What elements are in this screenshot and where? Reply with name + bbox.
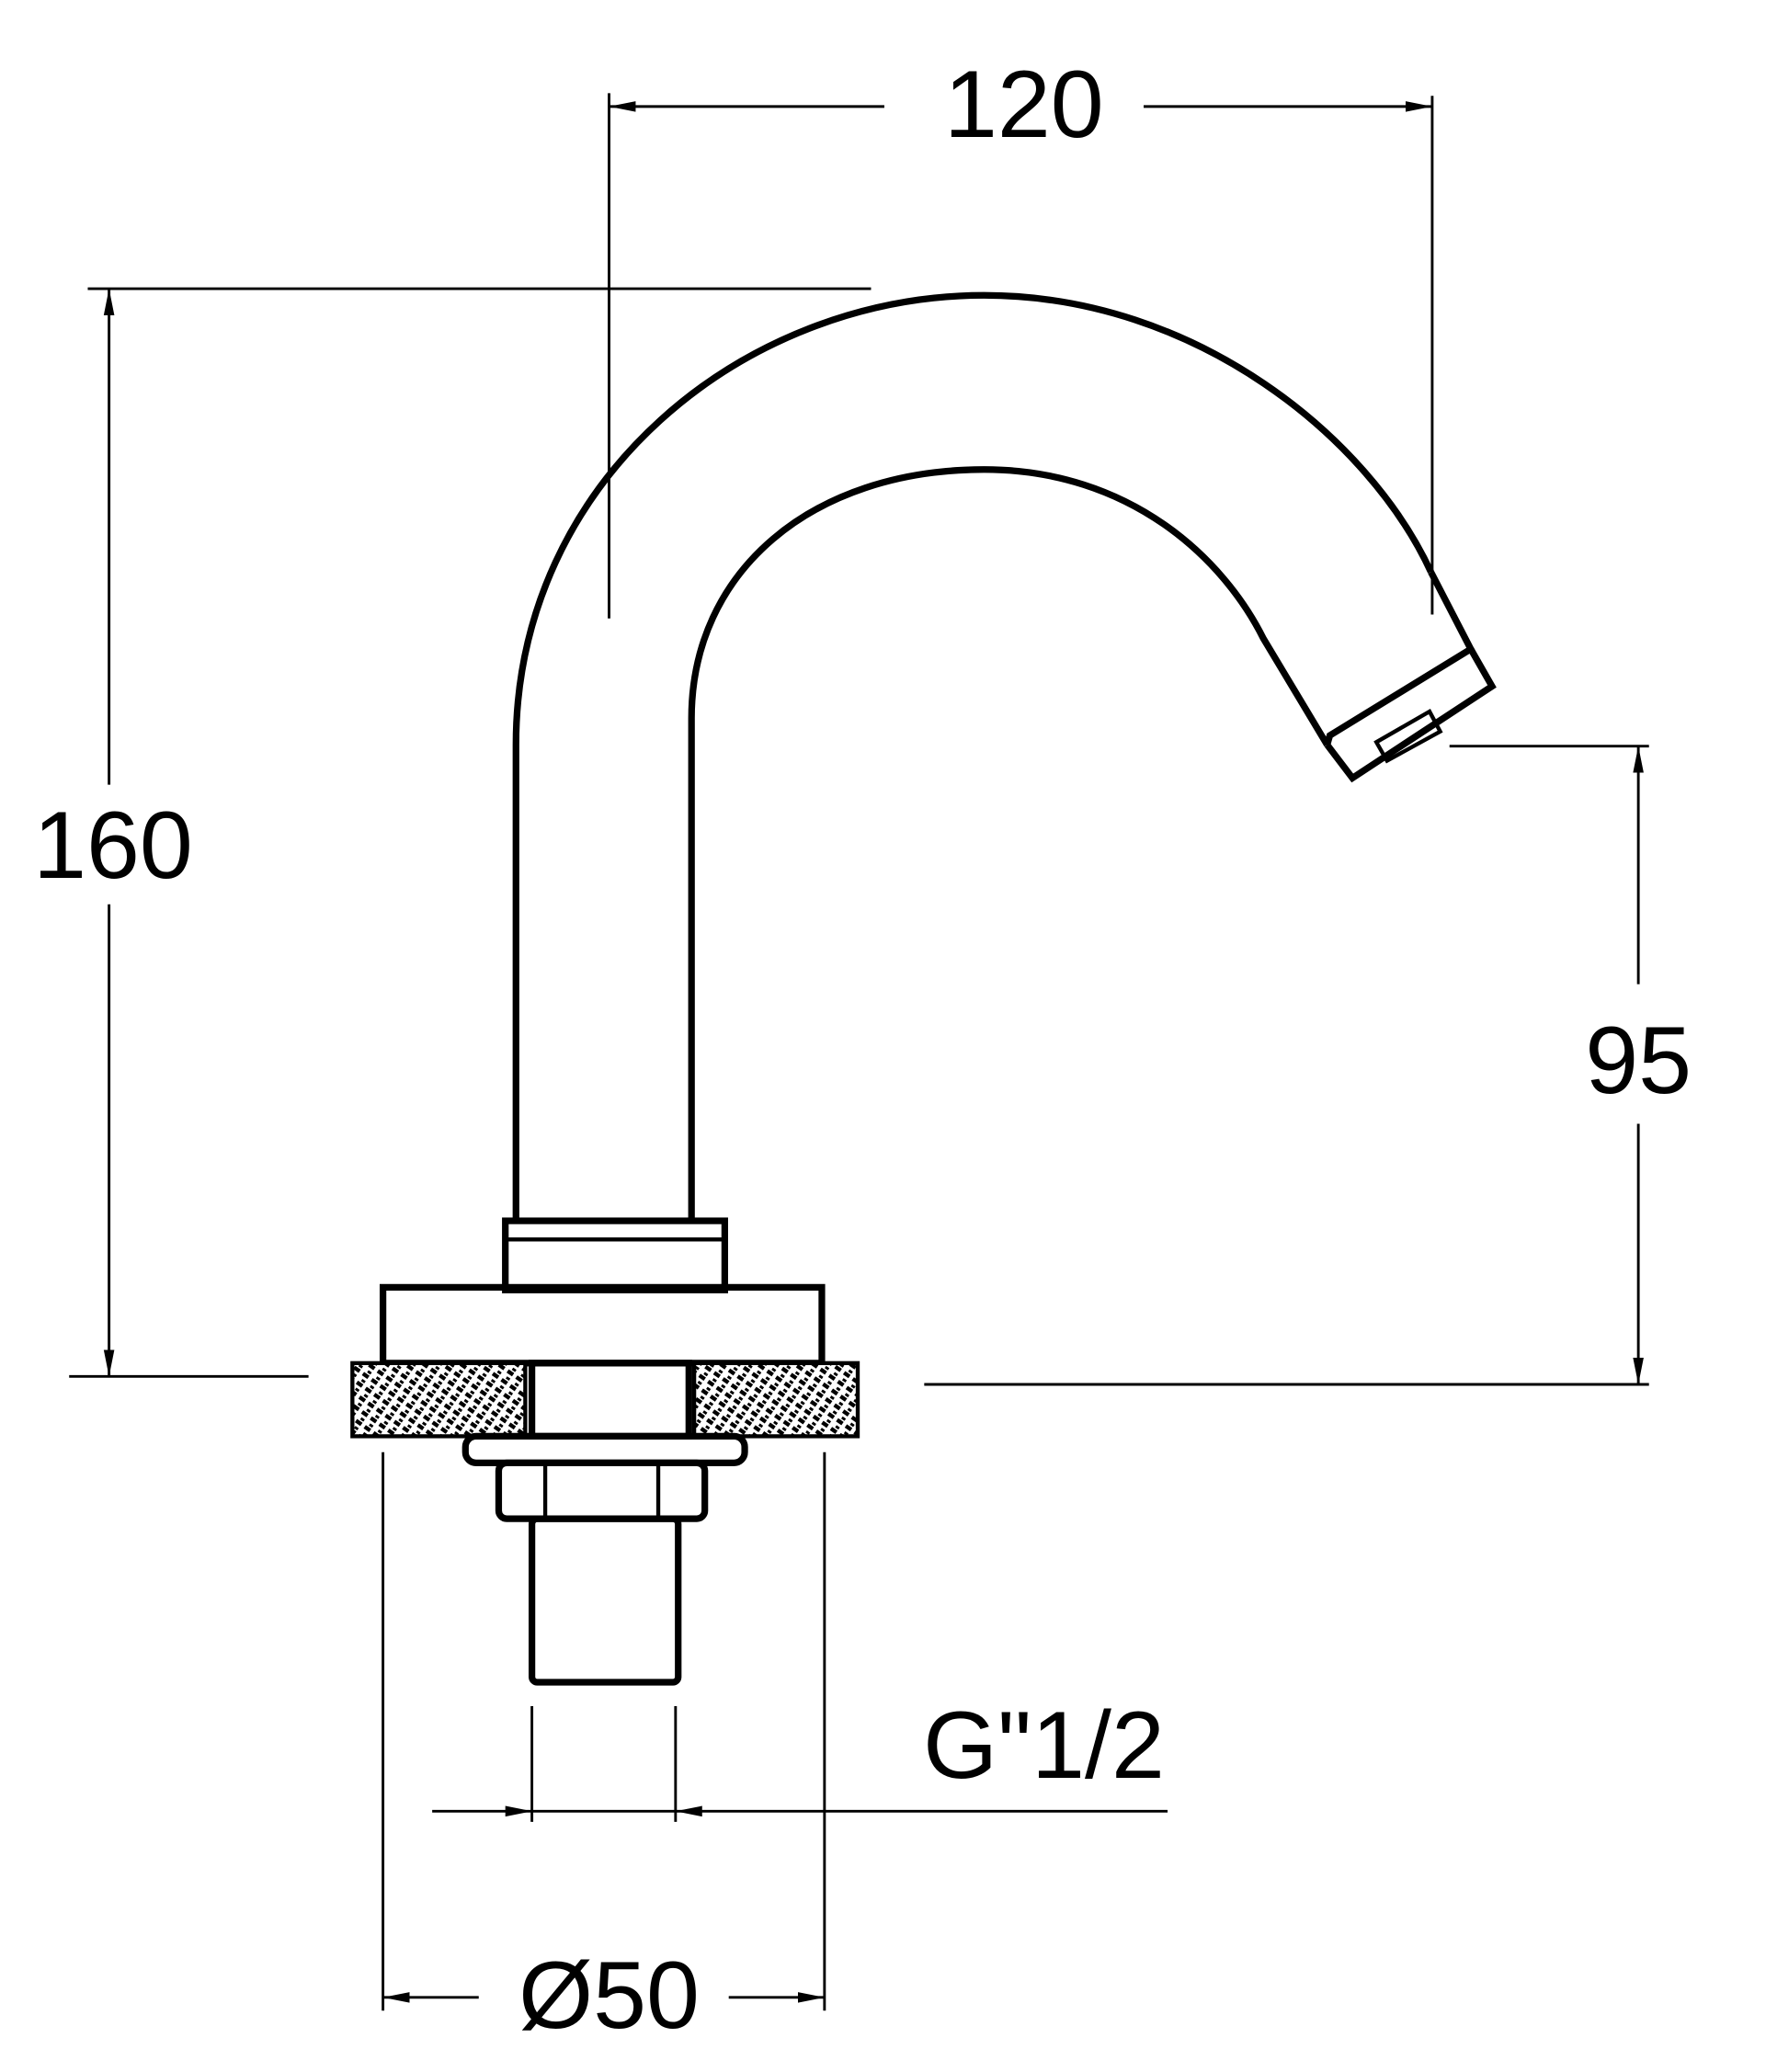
faucet-spout	[512, 291, 1497, 1222]
dimension-label-thread: G"1/2	[923, 1692, 1165, 1799]
dimension-label-95: 95	[1585, 1008, 1692, 1114]
dimension-spout-reach: 120	[608, 51, 1434, 619]
countertop-section-left	[350, 1360, 528, 1439]
faucet-base	[350, 1217, 860, 1686]
dimension-label-160: 160	[33, 792, 193, 899]
dimension-thread: G"1/2	[432, 1692, 1168, 1822]
countertop-section-right	[691, 1360, 860, 1439]
dimension-label-diameter: Ø50	[518, 1942, 700, 2049]
dimension-total-height: 160	[33, 287, 872, 1378]
dimension-base-diameter: Ø50	[382, 1452, 826, 2049]
dimension-outlet-height: 95	[924, 745, 1692, 1386]
connection-pipe	[528, 1515, 682, 1686]
spout-aerator	[1324, 647, 1497, 783]
dimension-label-120: 120	[944, 51, 1104, 158]
